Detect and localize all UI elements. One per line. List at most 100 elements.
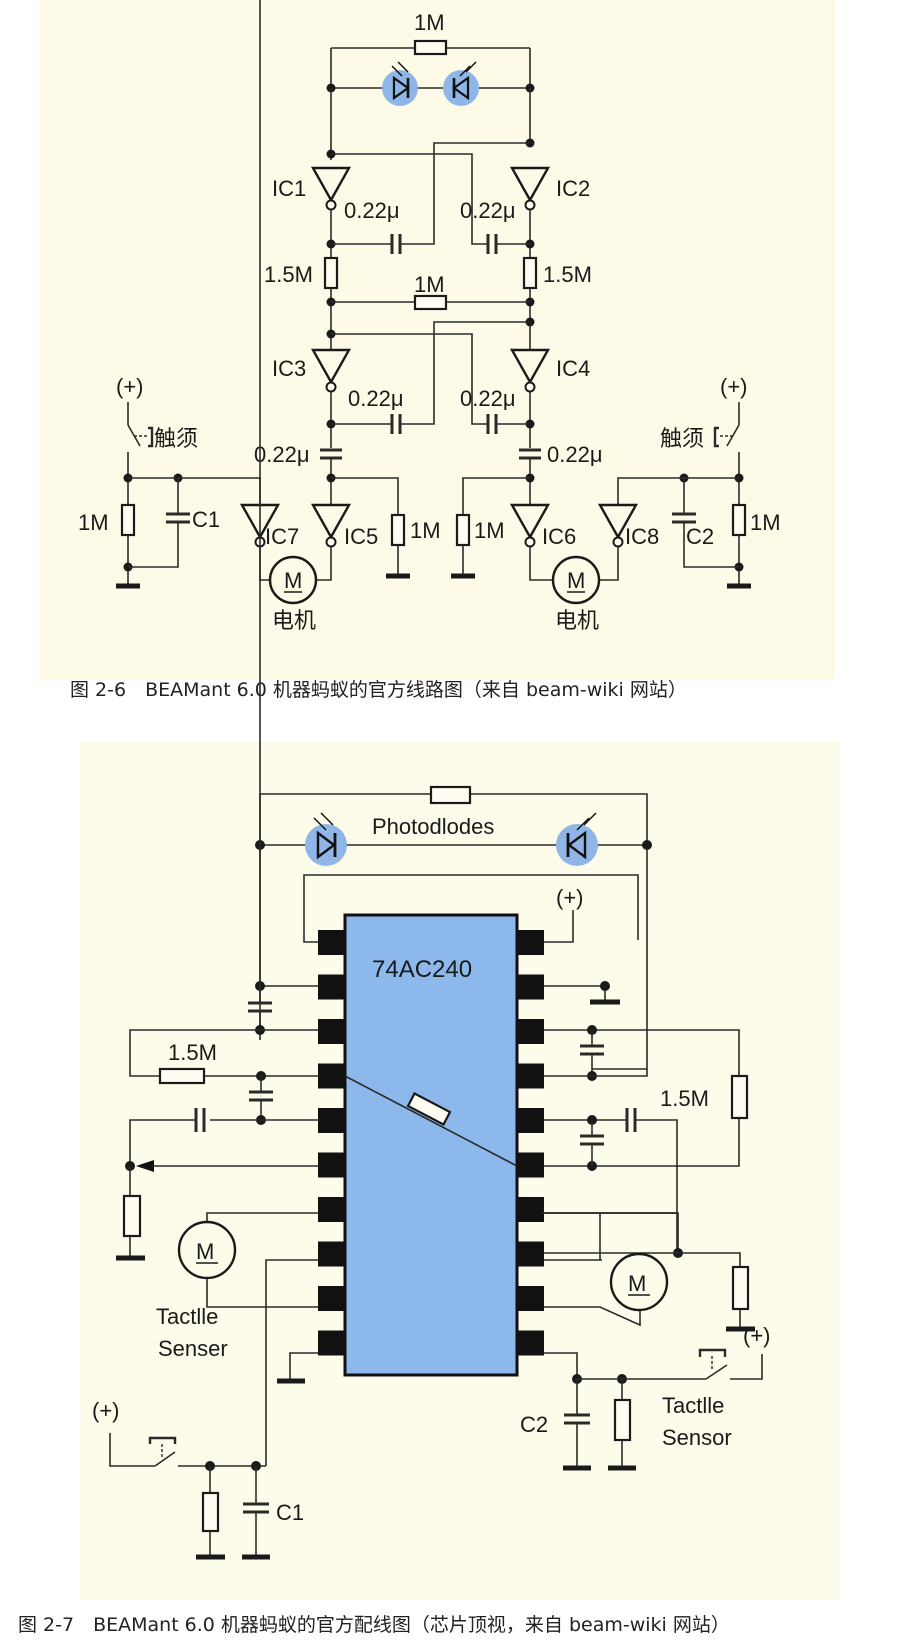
resistor-diagonal — [406, 1092, 452, 1126]
label-c2: C2 — [686, 524, 714, 549]
photodiode-right-icon — [443, 61, 479, 106]
inverter-ic2-icon — [509, 166, 551, 211]
motor-right-icon: M — [551, 555, 601, 605]
inverter-ic1-icon — [310, 166, 352, 211]
inverter-ic3-icon — [310, 348, 352, 393]
chip-pin-right-3 — [517, 1019, 544, 1044]
chip-pin-right-6 — [517, 1152, 544, 1178]
schematic-2-6: 1M IC1 IC2 — [78, 10, 781, 633]
resistor-left-pot — [122, 1194, 142, 1238]
motor-left-icon: M — [177, 1220, 237, 1280]
label-c-series-left: 0.22μ — [254, 442, 310, 467]
chip-pin-right-1 — [517, 930, 544, 955]
resistor-tactile-right — [613, 1398, 632, 1442]
label-plus-right: (+) — [743, 1323, 771, 1348]
label-ic5: IC5 — [344, 524, 378, 549]
label-whisker-left: 触须 — [154, 426, 198, 451]
label-c1: C1 — [192, 507, 220, 532]
label-c-ic2: 0.22μ — [460, 198, 516, 223]
label-ic4: IC4 — [556, 356, 590, 381]
label-plus-top: (+) — [556, 885, 584, 910]
label-r-ic6: 1M — [474, 518, 505, 543]
photodiode-right-icon — [556, 812, 598, 866]
inverter-ic5-icon — [310, 503, 352, 548]
chip-pin-left-9 — [318, 1286, 345, 1311]
chip-pin-left-4 — [318, 1063, 345, 1089]
label-photodiodes: Photodlodes — [372, 814, 494, 839]
chip-pin-left-3 — [318, 1019, 345, 1044]
label-c2: C2 — [520, 1412, 548, 1437]
photodiode-left-icon — [305, 812, 347, 866]
label-motor-right: 电机 — [555, 608, 599, 633]
label-r-right-1m: 1M — [750, 510, 781, 535]
capacitor-ic1-icon — [390, 234, 420, 254]
tactile-switch-left-icon — [148, 1436, 177, 1467]
label-ic3: IC3 — [272, 356, 306, 381]
resistor-top — [429, 785, 472, 805]
label-ic2: IC2 — [556, 176, 590, 201]
motor-right-icon: M — [609, 1252, 669, 1312]
label-tactile-right-1: Tactlle — [662, 1393, 724, 1418]
label-ic6: IC6 — [542, 524, 576, 549]
feedback-resistor-top — [330, 39, 531, 88]
whisker-switch-right-icon — [713, 424, 740, 448]
label-r-ic5: 1M — [410, 518, 441, 543]
chip-pin-right-2 — [517, 974, 544, 1000]
label-plus-left: (+) — [92, 1398, 120, 1423]
chip-pin-left-10 — [318, 1330, 345, 1356]
resistor-1-5m-left — [158, 1067, 206, 1085]
motor-left-icon: M — [268, 555, 318, 605]
label-ic7: IC7 — [265, 524, 299, 549]
chip-74ac240 — [343, 913, 519, 1377]
svg-text:M: M — [284, 568, 302, 593]
capacitor-left-mid-icon — [249, 1090, 273, 1102]
photodiode-left-icon — [382, 61, 418, 106]
chip-pin-left-8 — [318, 1241, 345, 1267]
label-tactile-left-1: Tactlle — [156, 1304, 218, 1329]
label-r-right: 1.5M — [660, 1086, 709, 1111]
label-r-left-1-5: 1.5M — [264, 262, 313, 287]
capacitor-ic2-icon — [486, 234, 500, 254]
label-c-ic3: 0.22μ — [348, 386, 404, 411]
label-r-left-1m: 1M — [78, 510, 109, 535]
chip-pins — [318, 930, 544, 1356]
capacitor-right-mid-icon — [580, 1134, 604, 1146]
capacitor-ic3-icon — [390, 414, 420, 434]
chip-pin-left-1 — [318, 930, 345, 955]
label-plus-left: (+) — [116, 374, 144, 399]
label-tactile-right-2: Sensor — [662, 1425, 732, 1450]
label-r-top: 1M — [414, 10, 445, 35]
chip-pin-right-8 — [517, 1241, 544, 1267]
chip-pin-right-4 — [517, 1063, 544, 1089]
label-whisker-right: 触须 — [660, 426, 704, 451]
chip-pin-left-2 — [318, 974, 345, 1000]
capacitor-right-top-icon — [580, 1044, 604, 1056]
svg-text:M: M — [196, 1239, 214, 1264]
svg-text:M: M — [567, 568, 585, 593]
chip-pin-left-7 — [318, 1197, 345, 1222]
inverter-ic4-icon — [509, 348, 551, 393]
label-plus-right: (+) — [720, 374, 748, 399]
label-c-ic1: 0.22μ — [344, 198, 400, 223]
chip-pin-left-5 — [318, 1108, 345, 1133]
label-c-ic4: 0.22μ — [460, 386, 516, 411]
chip-pin-left-6 — [318, 1152, 345, 1178]
resistor-1-5m-right — [730, 1074, 749, 1120]
chip-pin-right-9 — [517, 1286, 544, 1311]
resistor-1m-middle — [413, 294, 448, 311]
figure-2-6-caption: 图 2-6 BEAMant 6.0 机器蚂蚁的官方线路图（来自 beam-wik… — [70, 679, 687, 701]
label-r-right-1-5: 1.5M — [543, 262, 592, 287]
wiper-arrow-icon — [136, 1160, 154, 1172]
label-c1: C1 — [276, 1500, 304, 1525]
resistor-tactile-left — [201, 1491, 220, 1533]
capacitor-ic4-icon — [486, 414, 498, 434]
label-chip: 74AC240 — [372, 956, 472, 983]
resistor-right-motor — [731, 1265, 750, 1311]
inverter-ic8-icon — [597, 503, 639, 548]
capacitor-left-coupling-icon — [194, 1108, 206, 1132]
label-ic8: IC8 — [625, 524, 659, 549]
capacitor-right-coupling-icon — [625, 1108, 637, 1132]
label-r-left: 1.5M — [168, 1040, 217, 1065]
whisker-switch-left-icon — [127, 424, 154, 448]
